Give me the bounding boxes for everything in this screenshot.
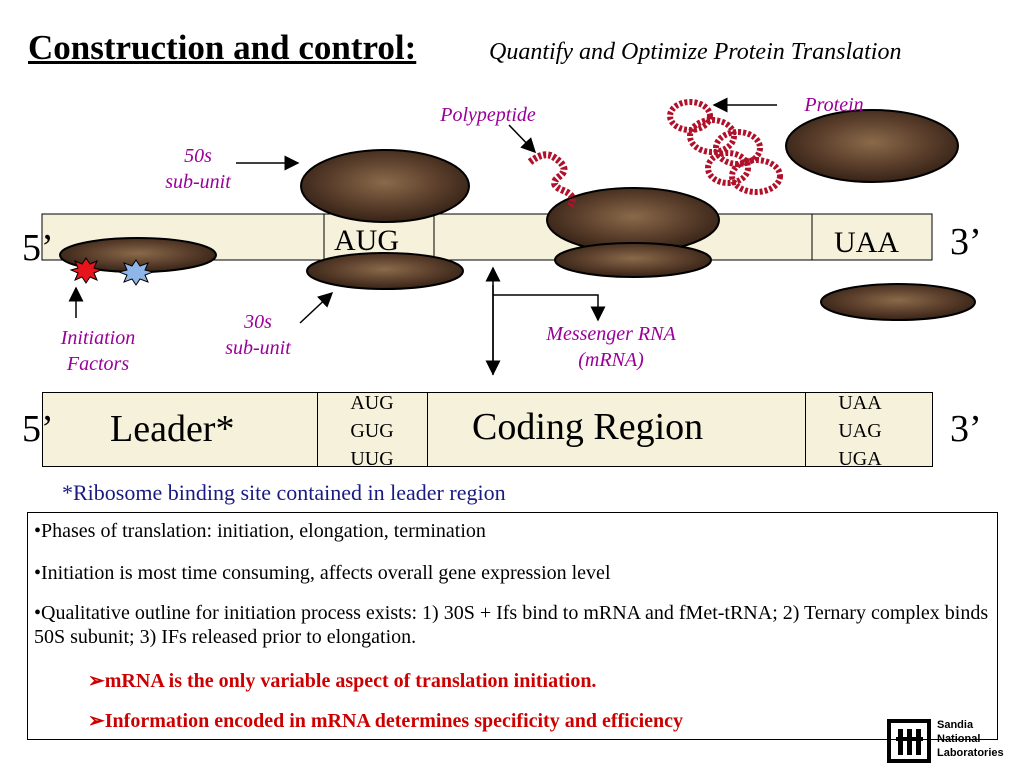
bullet-item: •Initiation is most time consuming, affe… [34, 562, 611, 584]
start-codon: UUG [350, 448, 394, 470]
footnote: *Ribosome binding site contained in lead… [62, 480, 506, 505]
coding-region-label: Coding Region [472, 406, 704, 448]
released-large-subunit [785, 109, 959, 183]
strip-divider [427, 393, 428, 466]
initiation-factor-star-blue [117, 259, 155, 286]
small-subunit-30s [306, 252, 464, 290]
sandia-thunderbird-icon [887, 719, 931, 763]
strip-divider [317, 393, 318, 466]
page-title: Construction and control: [28, 28, 417, 67]
notes-box: •Phases of translation: initiation, elon… [27, 512, 998, 740]
protein-label: Protein [804, 94, 864, 116]
initiation-factors-label: Initiation Factors [60, 327, 136, 375]
small-subunit-label: 30s sub-unit [225, 311, 291, 359]
stop-codon-label: UAA [834, 226, 899, 259]
mrna-structure-strip [42, 392, 933, 467]
highlight-item: ➢Information encoded in mRNA determines … [88, 710, 684, 732]
sandia-logo-text: Sandia National Laboratories [937, 719, 1004, 759]
page-subtitle: Quantify and Optimize Protein Translatio… [489, 39, 902, 65]
messenger-rna-label: Messenger RNA (mRNA) [546, 323, 676, 371]
bottom-three-prime-label: 3’ [950, 408, 982, 450]
bullet-item: •Qualitative outline for initiation proc… [34, 602, 989, 648]
released-small-subunit [820, 283, 976, 321]
arrow-polypeptide [508, 124, 537, 154]
bullet-item: •Phases of translation: initiation, elon… [34, 520, 486, 542]
start-codon: AUG [350, 392, 394, 414]
stop-codon-list: UAA UAG UGA [804, 389, 916, 473]
three-prime-label: 3’ [950, 221, 982, 263]
five-prime-label: 5’ [22, 227, 54, 269]
sandia-logo: Sandia National Laboratories [887, 717, 1017, 765]
strip-divider [805, 393, 806, 466]
large-subunit-50s [300, 149, 470, 223]
polypeptide-label: Polypeptide [440, 104, 536, 126]
polypeptide-chain [527, 151, 577, 209]
start-codon-list: AUG GUG UUG [316, 389, 428, 473]
arrow-bullet-icon: ➢ [88, 670, 105, 692]
protein-coil [667, 99, 783, 195]
ribosome-elongating-small [554, 242, 712, 278]
arrow-30s [299, 291, 334, 324]
leader-label: Leader* [110, 408, 235, 450]
stop-codon: UAG [838, 420, 882, 442]
translation-diagram [41, 97, 976, 376]
arrow-bullet-icon: ➢ [88, 710, 105, 732]
stop-codon: UAA [838, 392, 882, 414]
start-codon: GUG [350, 420, 394, 442]
highlight-item: ➢mRNA is the only variable aspect of tra… [88, 670, 597, 692]
initiation-factor-star-red [69, 257, 103, 284]
bottom-five-prime-label: 5’ [22, 408, 54, 450]
stop-codon: UGA [838, 448, 882, 470]
large-subunit-label: 50s sub-unit [165, 145, 231, 193]
arrow-messenger-rna [493, 294, 606, 322]
start-codon-label: AUG [334, 224, 399, 257]
